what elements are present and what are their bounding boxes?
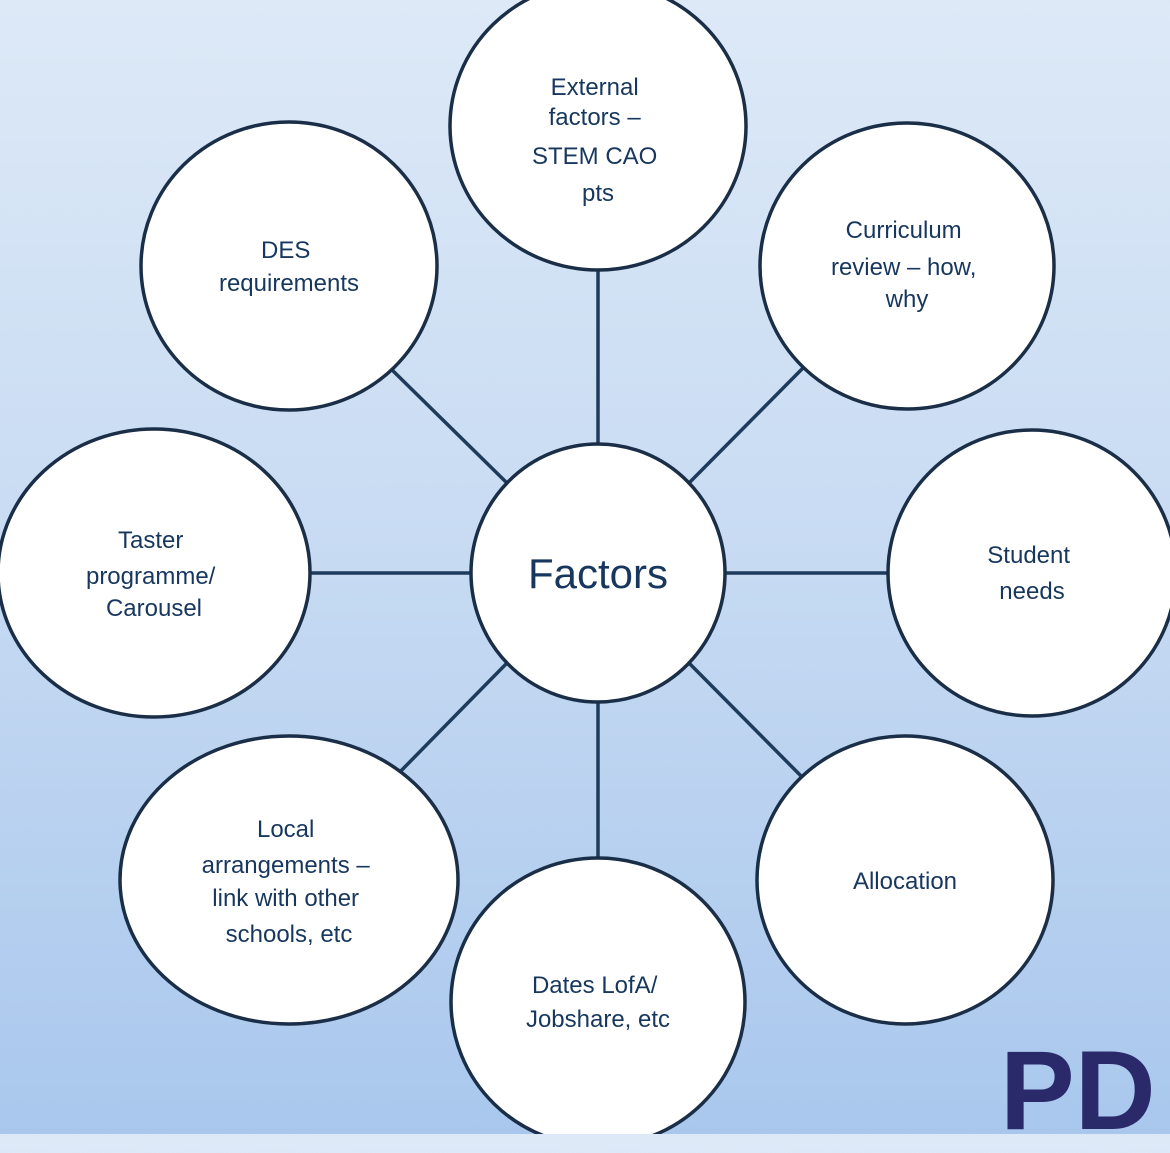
node-external-line-3: STEM CAO (532, 143, 657, 170)
svg-text:Allocation: Allocation (853, 868, 957, 895)
connectors (310, 270, 888, 878)
node-local-line-2: arrangements – (202, 852, 371, 879)
svg-text:Dates LofA/ Jobshare, et: Dates LofA/ Jobshare, etc (526, 972, 670, 1033)
node-curriculum-circle (758, 121, 1056, 411)
connector-allocation (688, 662, 807, 782)
node-taster-line-2: programme/ (86, 563, 216, 590)
node-des-line-2: requirements (219, 270, 359, 297)
node-local-line-3: link with other (212, 885, 359, 912)
node-dates-line-2: Jobshare, etc (526, 1006, 670, 1033)
node-local: Local arrangements – link with other sch… (118, 734, 460, 1026)
node-curriculum-line-1: Curriculum (846, 217, 962, 244)
svg-text:Curriculum review – how,: Curriculum review – how, why (831, 217, 983, 313)
node-local-line-1: Local (257, 816, 314, 843)
node-dates-circle (449, 856, 747, 1134)
pd-logo: PD (1000, 1028, 1156, 1153)
center-node: Factors (469, 442, 727, 704)
node-curriculum: Curriculum review – how, why (758, 121, 1056, 411)
node-taster-line-3: Carousel (106, 595, 202, 622)
node-student-needs-circle (886, 428, 1170, 718)
node-allocation-circle (755, 734, 1055, 1026)
node-external-line-1: External (551, 74, 639, 101)
connector-des (384, 362, 508, 484)
node-des-line-1: DES (261, 237, 310, 264)
svg-text:Local arrangements –: Local arrangements – link with other sch… (202, 816, 377, 948)
node-external: External factors – STEM CAO pts (448, 0, 748, 272)
center-node-label: Factors (528, 550, 668, 597)
node-external-line-4: pts (582, 180, 614, 207)
node-des-circle (139, 120, 439, 412)
svg-text:DES requirements: DES requirements (219, 237, 359, 297)
connector-local (390, 662, 508, 782)
node-student-needs-line-2: needs (999, 578, 1064, 605)
node-dates: Dates LofA/ Jobshare, etc (449, 856, 747, 1134)
node-student-needs: Student needs (886, 428, 1170, 718)
node-taster-circle (0, 427, 312, 719)
node-external-line-2: factors – (549, 104, 642, 131)
node-student-needs-line-1: Student (987, 542, 1070, 569)
node-curriculum-line-2: review – how, (831, 254, 976, 281)
node-taster-line-1: Taster (118, 527, 183, 554)
connector-curriculum (688, 366, 805, 484)
node-dates-line-1: Dates LofA/ (532, 972, 658, 999)
svg-text:External factors –: External factors – STEM CAO pts (532, 74, 664, 207)
node-curriculum-line-3: why (885, 286, 929, 313)
node-allocation-line-1: Allocation (853, 868, 957, 895)
node-des: DES requirements (139, 120, 439, 412)
node-taster: Taster programme/ Carousel (0, 427, 312, 719)
node-local-circle (118, 734, 460, 1026)
node-local-line-4: schools, etc (226, 921, 353, 948)
node-external-circle (448, 0, 748, 272)
node-allocation: Allocation (755, 734, 1055, 1026)
center-node-circle (469, 442, 727, 704)
svg-text:Taster programme/: Taster programme/ Carousel (86, 527, 222, 622)
svg-text:Student needs: Student needs (987, 542, 1076, 605)
